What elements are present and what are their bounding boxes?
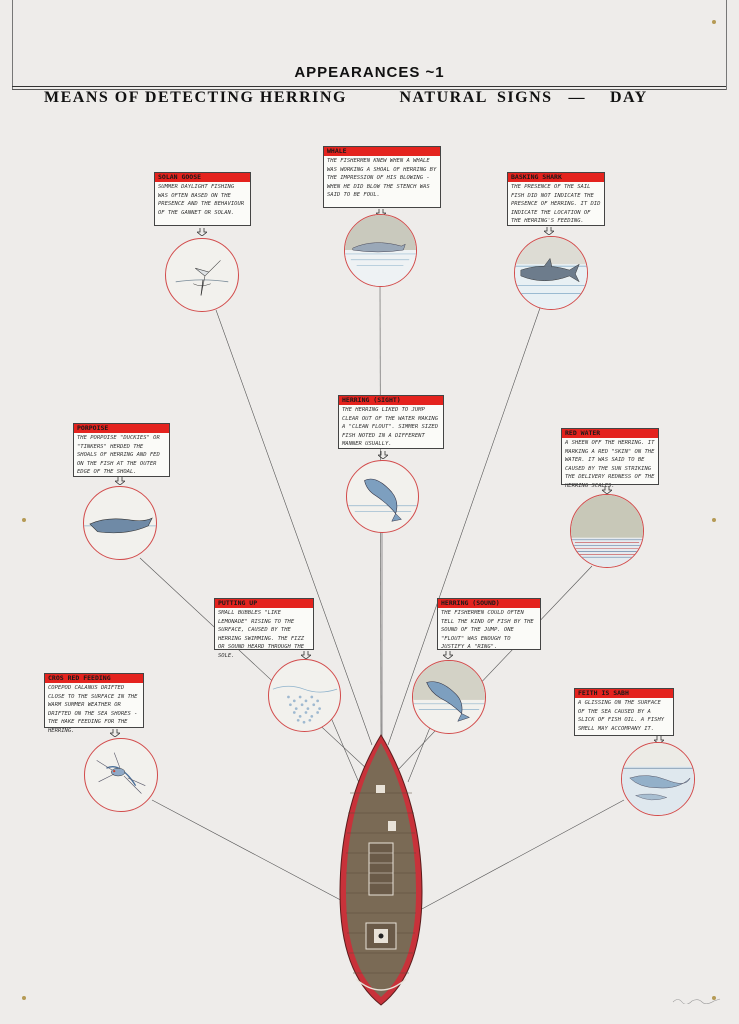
label-title: WHALE	[324, 147, 440, 156]
label-title: FEITH IS SABH	[575, 689, 673, 698]
label-text: THE PORPOISE "DUCKIES" OR "TINKERS" HERD…	[77, 435, 160, 475]
label-feith-is-sabh: FEITH IS SABH A GLISSING ON THE SURFACE …	[574, 688, 674, 736]
label-basking-shark: BASKING SHARK THE PRESENCE OF THE SAIL F…	[507, 172, 605, 226]
label-title: HERRING (sight)	[339, 396, 443, 405]
header-rule	[12, 86, 726, 87]
fishing-boat-icon	[339, 734, 423, 1006]
connector-feith	[419, 799, 625, 911]
disc-solan-goose	[165, 238, 239, 312]
label-title: PORPOISE	[74, 424, 169, 433]
disc-porpoise	[83, 486, 157, 560]
label-title: HERRING (sound)	[438, 599, 540, 608]
header-rule-second	[12, 89, 726, 90]
label-putting-up: PUTTING UP SMALL BUBBLES "LIKE LEMONADE"…	[214, 598, 314, 659]
gannet-diving-icon	[175, 260, 229, 296]
label-herring-sight: HERRING (sight) THE HERRING LIKED TO JUM…	[338, 395, 444, 449]
poster-subtitle: MEANS OF DETECTING HERRING NATURAL SIGNS…	[44, 89, 704, 107]
label-whale: WHALE THE FISHERMEN KNEW WHEN A WHALE WA…	[323, 146, 441, 208]
subtitle-part2: NATURAL	[399, 89, 488, 106]
down-arrow-icon	[654, 736, 664, 744]
label-title: SOLAN GOOSE	[155, 173, 250, 182]
disc-herring-sight	[346, 460, 419, 533]
label-cros-red-feeding: CROS RED FEEDING COPEPOD CALANUS DRIFTED…	[44, 673, 144, 734]
disc-putting-up	[268, 659, 341, 732]
label-text: SMALL BUBBLES "LIKE LEMONADE" RISING TO …	[218, 610, 305, 659]
pin	[712, 518, 716, 522]
down-arrow-icon	[378, 451, 388, 459]
subtitle-part3: SIGNS	[497, 89, 553, 106]
label-red-water: RED WATER A SHEEN OFF THE HERRING. IT MA…	[561, 428, 659, 489]
subtitle-dash: —	[568, 89, 586, 106]
label-title: PUTTING UP	[215, 599, 313, 608]
red-water-icon	[571, 495, 643, 567]
disc-red-water	[570, 494, 644, 568]
label-title: BASKING SHARK	[508, 173, 604, 182]
pin	[22, 518, 26, 522]
connector-feeding	[151, 799, 351, 906]
pin	[712, 996, 716, 1000]
label-porpoise: PORPOISE THE PORPOISE "DUCKIES" OR "TINK…	[73, 423, 170, 477]
connector-solan	[215, 309, 373, 746]
label-text: A SHEEN OFF THE HERRING. IT MARKING A RE…	[565, 440, 655, 489]
disc-whale	[344, 214, 417, 287]
bubbles-icon	[272, 685, 338, 724]
down-arrow-icon	[301, 651, 311, 659]
label-text: THE FISHERMEN KNEW WHEN A WHALE WAS WORK…	[327, 158, 437, 198]
herring-jumping-icon	[347, 478, 418, 522]
copepod-icon	[96, 752, 146, 794]
pin	[712, 20, 716, 24]
label-text: THE PRESENCE OF THE SAIL FISH DID NOT IN…	[511, 184, 601, 224]
down-arrow-icon	[115, 477, 125, 485]
pin	[22, 996, 26, 1000]
connector-redwater	[395, 565, 593, 773]
disc-feith-is-sabh	[621, 742, 695, 816]
signature-mark	[672, 998, 721, 1004]
label-title: RED WATER	[562, 429, 658, 438]
connector-porpoise	[139, 557, 369, 771]
whale-icon	[345, 215, 416, 286]
label-herring-sound: HERRING (sound) THE FISHERMEN COULD OFTE…	[437, 598, 541, 650]
label-title: CROS RED FEEDING	[45, 674, 143, 683]
porpoise-icon	[84, 517, 156, 534]
frame-right-rule	[726, 0, 727, 90]
disc-basking-shark	[514, 236, 588, 310]
subtitle-part1: MEANS OF DETECTING HERRING	[44, 89, 347, 106]
down-arrow-icon	[544, 227, 554, 235]
label-text: SUMMER DAYLIGHT FISHING WAS OFTEN BASED …	[158, 184, 245, 216]
frame-left-rule	[12, 0, 13, 90]
subtitle-part4: DAY	[610, 89, 648, 106]
label-text: THE HERRING LIKED TO JUMP CLEAR OUT OF T…	[342, 407, 439, 447]
label-text: A GLISSING ON THE SURFACE OF THE SEA CAU…	[578, 700, 665, 732]
down-arrow-icon	[110, 729, 120, 737]
down-arrow-icon	[602, 486, 612, 494]
down-arrow-icon	[443, 651, 453, 659]
herring-jumping-icon	[413, 661, 485, 722]
down-arrow-icon	[197, 228, 207, 236]
poster-title: APPEARANCES ~1	[294, 64, 445, 81]
oil-slick-icon	[622, 743, 694, 815]
label-text: COPEPOD CALANUS DRIFTED CLOSE TO THE SUR…	[48, 685, 138, 734]
label-solan-goose: SOLAN GOOSE SUMMER DAYLIGHT FISHING WAS …	[154, 172, 251, 226]
down-arrow-icon	[376, 209, 386, 217]
disc-cros-red-feeding	[84, 738, 158, 812]
basking-shark-icon	[515, 237, 587, 309]
disc-herring-sound	[412, 660, 486, 734]
label-text: THE FISHERMEN COULD OFTEN TELL THE KIND …	[441, 610, 534, 650]
